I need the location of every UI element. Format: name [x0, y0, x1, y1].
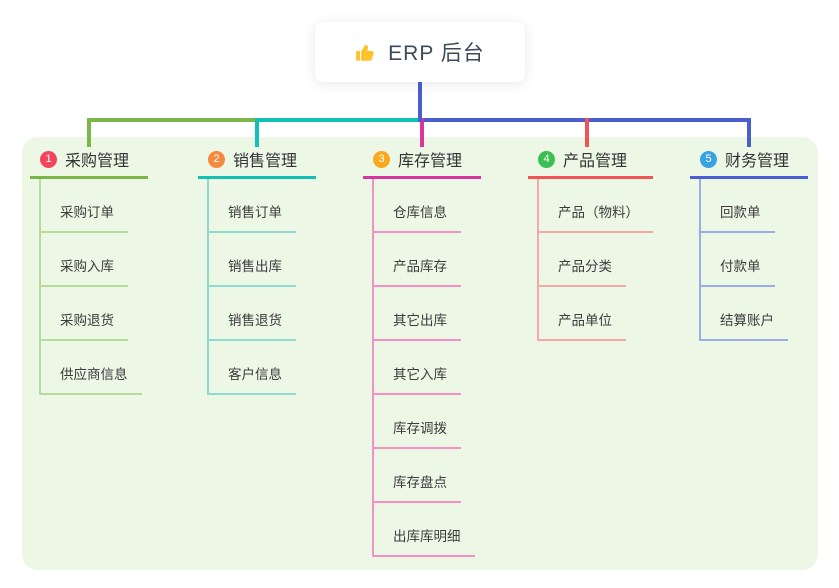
- child-node[interactable]: 销售订单: [209, 179, 296, 233]
- branch-label: 库存管理: [398, 153, 463, 170]
- branch-3: 3 库存管理仓库信息产品库存其它出库其它入库库存调拨库存盘点出库库明细: [363, 145, 481, 557]
- branch-1: 1 采购管理采购订单采购入库采购退货供应商信息: [30, 145, 148, 395]
- branch-label: 销售管理: [233, 153, 298, 170]
- child-node[interactable]: 产品库存: [374, 233, 461, 287]
- branch-children: 销售订单销售出库销售退货客户信息: [207, 179, 296, 395]
- child-node[interactable]: 其它出库: [374, 287, 461, 341]
- child-node[interactable]: 销售出库: [209, 233, 296, 287]
- child-node[interactable]: 结算账户: [701, 287, 788, 341]
- branch-children: 采购订单采购入库采购退货供应商信息: [39, 179, 142, 395]
- connector-drop-branch-2: [255, 118, 259, 147]
- child-node[interactable]: 其它入库: [374, 341, 461, 395]
- branch-number-badge: 3: [373, 150, 390, 168]
- branch-node-1[interactable]: 1 采购管理: [30, 145, 148, 179]
- connector-drop-branch-5: [747, 118, 751, 147]
- child-node[interactable]: 库存调拨: [374, 395, 461, 449]
- branch-children: 仓库信息产品库存其它出库其它入库库存调拨库存盘点出库库明细: [372, 179, 475, 557]
- child-node[interactable]: 产品分类: [539, 233, 626, 287]
- branch-node-4[interactable]: 4 产品管理: [528, 145, 653, 179]
- child-node[interactable]: 采购退货: [41, 287, 128, 341]
- branch-node-5[interactable]: 5 财务管理: [690, 145, 808, 179]
- root-node[interactable]: ERP 后台: [315, 22, 525, 82]
- connector-drop-branch-4: [585, 118, 589, 147]
- child-node[interactable]: 产品单位: [539, 287, 626, 341]
- branch-children: 回款单付款单结算账户: [699, 179, 788, 341]
- connector-drop-branch-3: [420, 118, 424, 147]
- root-connector-line: [418, 82, 422, 122]
- branch-node-2[interactable]: 2 销售管理: [198, 145, 316, 179]
- root-title: ERP 后台: [388, 42, 485, 65]
- bus-segment-branch-1: [87, 118, 255, 122]
- branch-number-badge: 4: [538, 150, 555, 168]
- branch-label: 采购管理: [65, 153, 130, 170]
- child-node[interactable]: 客户信息: [209, 341, 296, 395]
- branch-label: 产品管理: [563, 153, 628, 170]
- thumbs-up-icon: [355, 41, 377, 63]
- child-node[interactable]: 采购订单: [41, 179, 128, 233]
- branch-node-3[interactable]: 3 库存管理: [363, 145, 481, 179]
- branches-panel: [22, 137, 818, 570]
- branch-label: 财务管理: [725, 153, 790, 170]
- branch-4: 4 产品管理产品（物料）产品分类产品单位: [528, 145, 653, 341]
- branch-number-badge: 5: [700, 150, 717, 168]
- child-node[interactable]: 付款单: [701, 233, 775, 287]
- branch-5: 5 财务管理回款单付款单结算账户: [690, 145, 808, 341]
- branch-number-badge: 1: [40, 150, 57, 168]
- connector-drop-branch-1: [87, 118, 91, 147]
- child-node[interactable]: 供应商信息: [41, 341, 142, 395]
- child-node[interactable]: 采购入库: [41, 233, 128, 287]
- child-node[interactable]: 销售退货: [209, 287, 296, 341]
- child-node[interactable]: 仓库信息: [374, 179, 461, 233]
- child-node[interactable]: 出库库明细: [374, 503, 475, 557]
- child-node[interactable]: 库存盘点: [374, 449, 461, 503]
- child-node[interactable]: 回款单: [701, 179, 775, 233]
- branch-2: 2 销售管理销售订单销售出库销售退货客户信息: [198, 145, 316, 395]
- branch-children: 产品（物料）产品分类产品单位: [537, 179, 653, 341]
- child-node[interactable]: 产品（物料）: [539, 179, 653, 233]
- bus-segment-branch-2: [255, 118, 420, 122]
- branch-number-badge: 2: [208, 150, 225, 168]
